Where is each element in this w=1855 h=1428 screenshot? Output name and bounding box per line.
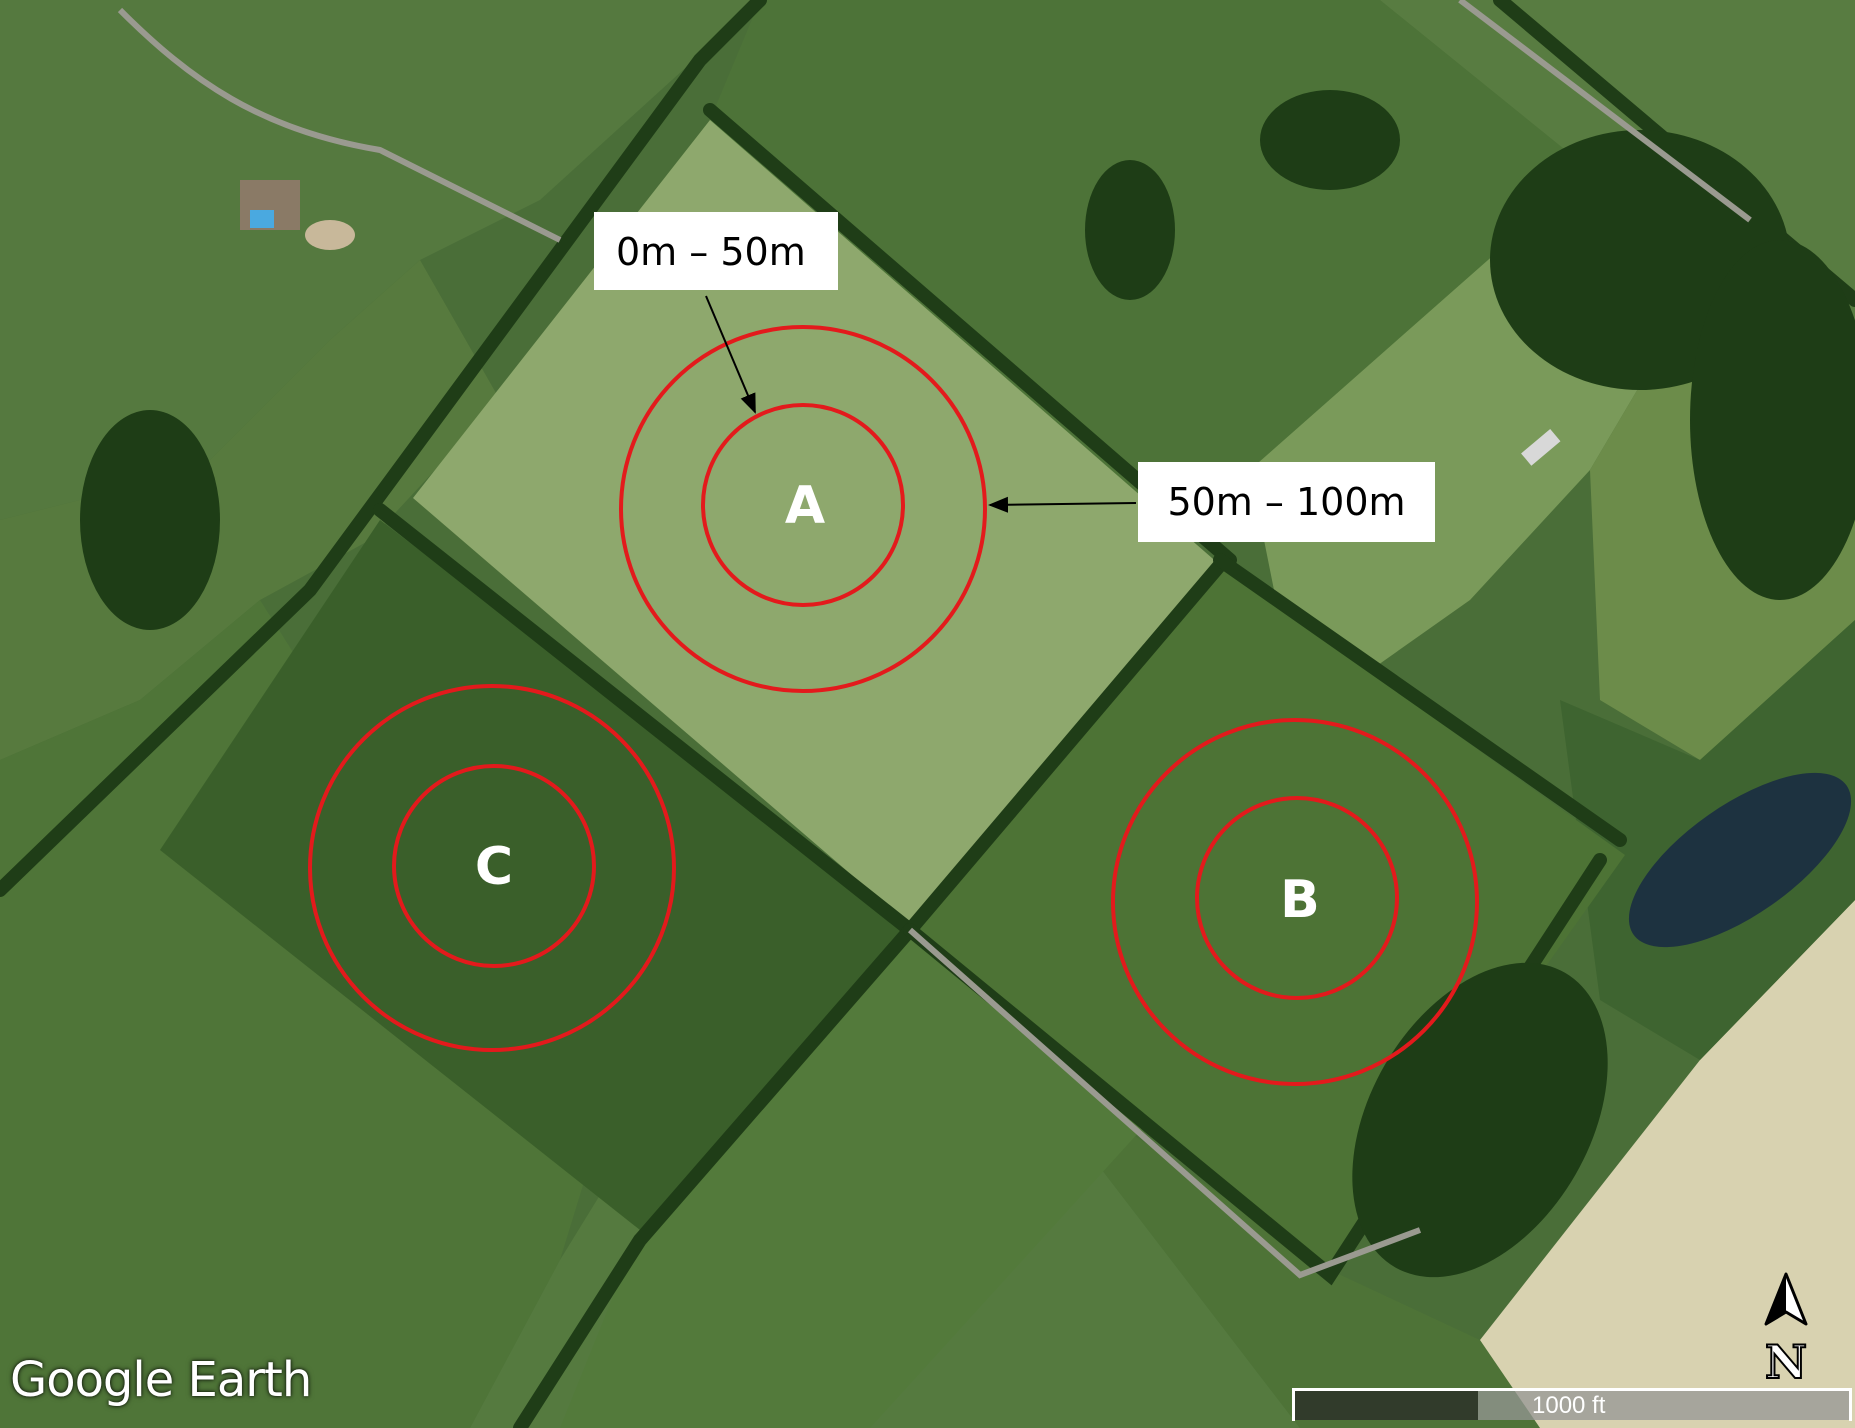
- house: [240, 180, 355, 250]
- site-label: A: [785, 476, 825, 536]
- outer-ring: [308, 684, 676, 1052]
- scale-bar-label: 1000 ft: [1532, 1392, 1606, 1419]
- north-label: N: [1765, 1335, 1807, 1384]
- pond: [1628, 772, 1852, 948]
- forest-clusters: [80, 90, 1855, 1278]
- site-label: C: [475, 837, 513, 897]
- barn: [1521, 429, 1561, 466]
- scale-bar: 1000 ft: [1292, 1388, 1852, 1422]
- callout-leader-inner: [705, 295, 756, 414]
- callout-outer-ring: 50m – 100m: [1138, 462, 1435, 542]
- google-earth-logo: Google Earth: [10, 1352, 312, 1408]
- site-b[interactable]: B: [1111, 718, 1479, 1086]
- inner-ring: [1195, 796, 1399, 1000]
- callout-leader-outer: [988, 496, 1137, 513]
- scale-bar-dark-segment: [1292, 1390, 1478, 1420]
- north-arrow-icon: N: [1764, 1272, 1808, 1384]
- site-a[interactable]: A: [619, 325, 987, 693]
- inner-ring: [392, 764, 596, 968]
- site-c[interactable]: C: [308, 684, 676, 1052]
- scale-bar-light-segment: [1478, 1390, 1850, 1420]
- scale-bar-frame: [1292, 1388, 1852, 1421]
- outer-ring: [619, 325, 987, 693]
- callout-inner-ring: 0m – 50m: [594, 212, 838, 290]
- outer-ring: [1111, 718, 1479, 1086]
- inner-ring: [701, 403, 905, 607]
- roads: [117, 0, 1752, 1279]
- site-label: B: [1280, 870, 1320, 930]
